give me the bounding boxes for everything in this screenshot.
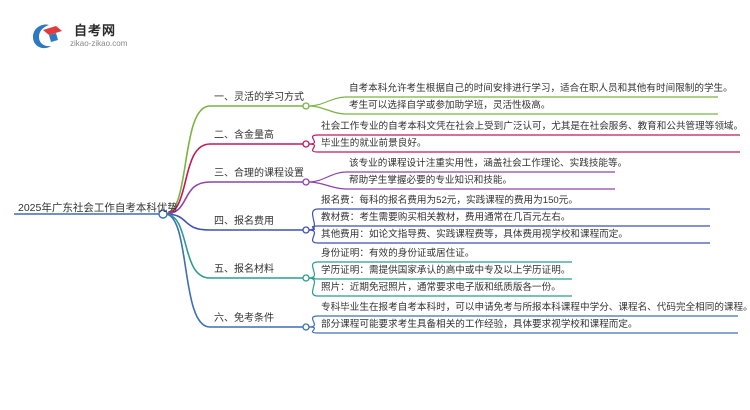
branch-label-4: 四、报名费用 [214, 216, 274, 227]
connector-root-branch-2 [164, 143, 211, 215]
leaf-6-1: 专科毕业生在报考自考本科时，可以申请免考与所报本科课程中学分、课程名、代码完全相… [321, 302, 750, 313]
connector-branch-5-leaf-3 [308, 277, 319, 297]
connector-branch-6-leaf-2 [308, 326, 319, 334]
leaf-5-1: 身份证明：有效的身份证或居住证。 [321, 248, 475, 259]
leaf-1-2: 考生可以选择自学或参加助学班，灵活性极高。 [349, 100, 551, 111]
leaf-2-2: 毕业生的就业前景良好。 [321, 138, 427, 149]
leaf-5-2: 学历证明：需提供国家承认的高中或中专及以上学历证明。 [321, 265, 571, 276]
root-topic: 2025年广东社会工作自考本科优势 [18, 202, 178, 214]
connector-branch-2-leaf-1 [308, 134, 319, 145]
connector-root-branch-1 [164, 105, 211, 215]
connector-branch-1-leaf-2 [308, 105, 347, 115]
connector-branch-3-leaf-2 [308, 181, 347, 190]
logo-name: 自考网 [74, 23, 117, 38]
connector-root-branch-6 [164, 213, 211, 328]
connector-root-branch-3 [164, 181, 211, 215]
connector-branch-6-leaf-1 [308, 315, 319, 328]
connector-branch-5-leaf-1 [308, 261, 319, 279]
branch-label-2: 二、含金量高 [214, 130, 274, 141]
branch-label-3: 三、合理的课程设置 [214, 168, 304, 179]
connector-branch-4-leaf-2 [308, 225, 319, 231]
leaf-5-3: 照片：近期免冠照片，通常要求电子版和纸质版各一份。 [321, 282, 561, 293]
connector-branch-4-leaf-3 [308, 229, 319, 244]
cap-logo-icon [33, 24, 62, 49]
leaf-3-2: 帮助学生掌握必要的专业知识和技能。 [349, 175, 513, 186]
connector-branch-2-leaf-2 [308, 143, 319, 153]
branch-label-6: 六、免考条件 [214, 313, 274, 324]
branch-node-2 [302, 140, 310, 148]
branch-label-5: 五、报名材料 [214, 264, 274, 275]
leaf-2-1: 社会工作专业的自考本科文凭在社会上受到广泛认可，尤其是在社会服务、教育和公共管理… [321, 121, 744, 132]
root-node [158, 209, 168, 219]
site-logo[interactable]: 自考网 zikao-zikao.com [30, 18, 160, 54]
connector-branch-1-leaf-1 [308, 96, 347, 107]
leaf-1-1: 自考本科允许考生根据自己的时间安排进行学习，适合在职人员和其他有时间限制的学生。 [349, 83, 733, 94]
leaf-4-2: 教材费：考生需要购买相关教材，费用通常在几百元左右。 [321, 212, 571, 223]
branch-node-5 [302, 274, 310, 282]
branch-label-1: 一、灵活的学习方式 [214, 92, 304, 103]
branch-node-4 [302, 226, 310, 234]
leaf-4-3: 其他费用：如论文指导费、实践课程费等，具体费用视学校和课程而定。 [321, 229, 628, 240]
connector-root-branch-4 [164, 213, 211, 231]
logo-site-url: zikao-zikao.com [70, 39, 128, 48]
connector-branch-3-leaf-1 [308, 171, 347, 183]
leaf-6-2: 部分课程可能要求考生具备相关的工作经验，具体要求视学校和课程而定。 [321, 319, 638, 330]
connector-root-branch-5 [164, 213, 211, 279]
leaf-3-1: 该专业的课程设计注重实用性，涵盖社会工作理论、实践技能等。 [349, 158, 628, 169]
leaf-4-1: 报名费：每科的报名费用为52元，实践课程的费用为150元。 [321, 195, 578, 206]
branch-node-6 [302, 323, 310, 331]
